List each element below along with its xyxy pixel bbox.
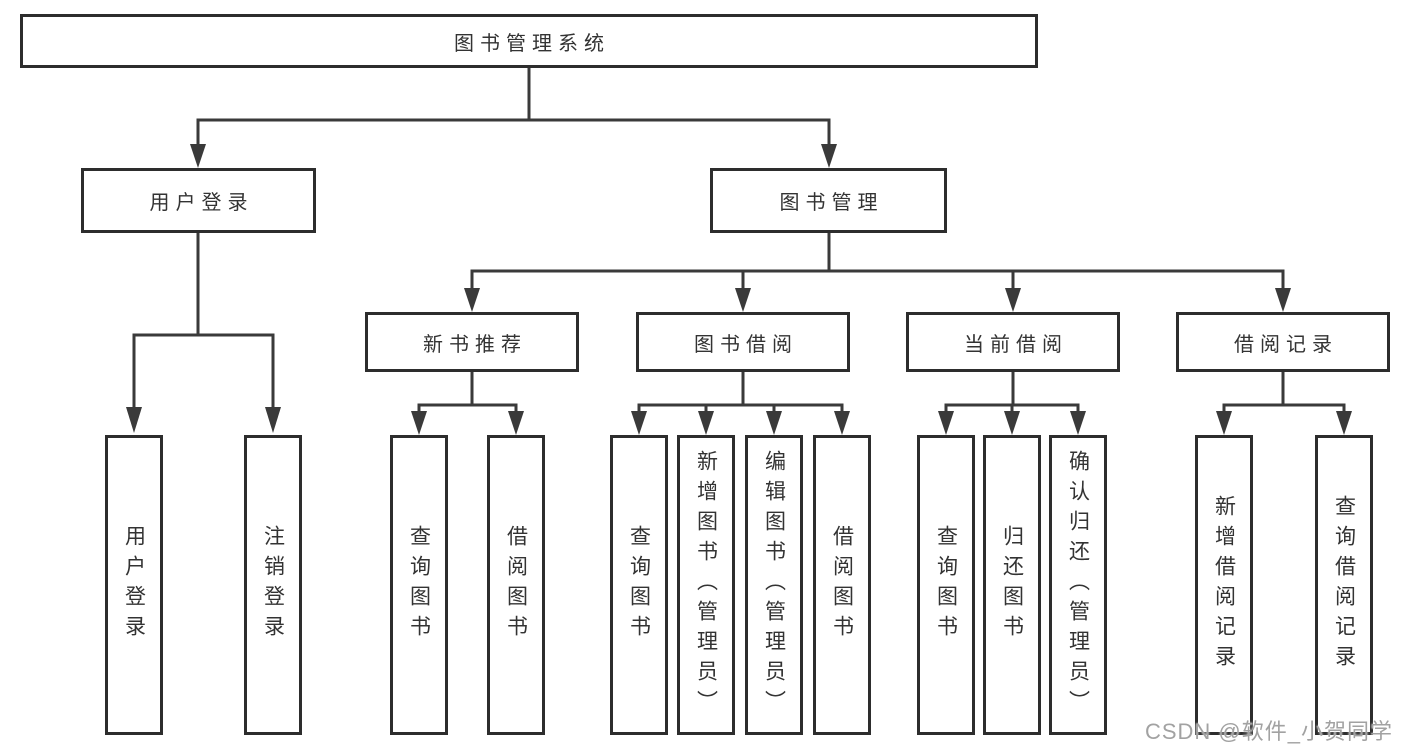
csdn-watermark: CSDN @软件_小贺同学 [1144,719,1393,744]
leaf-add-borrow-record: 新增借阅记录 [1195,435,1253,735]
node-label: 图书借阅 [694,333,798,356]
node-library-management-system: 图书管理系统 [20,14,1038,68]
node-book-management: 图书管理 [710,168,947,233]
leaf-label: 借阅图书 [830,525,854,645]
leaf-label: 新增图书（管理员） [694,450,718,720]
node-new-book-recommend: 新书推荐 [365,312,579,372]
edge-borrow-records-to-leaves [1222,370,1346,414]
leaf-return-books: 归还图书 [983,435,1041,735]
node-user-login: 用户登录 [81,168,316,233]
leaf-label: 编辑图书（管理员） [762,450,786,720]
node-label: 图书管理系统 [454,32,610,55]
edge-current-borrow-to-leaves [944,370,1080,414]
leaf-logout-login: 注销登录 [244,435,302,735]
leaf-borrow-books-recommend: 借阅图书 [487,435,545,735]
leaf-label: 归还图书 [1000,525,1024,645]
node-borrow-records: 借阅记录 [1176,312,1390,372]
leaf-label: 查询图书 [627,525,651,645]
node-label: 借阅记录 [1234,333,1338,356]
edge-book-borrow-to-leaves [637,370,844,414]
leaf-label: 用户登录 [122,525,146,645]
node-label: 用户登录 [149,192,254,214]
leaf-label: 确认归还（管理员） [1066,450,1090,720]
edge-book-management-to-level2 [470,231,1285,291]
leaf-query-borrow-record: 查询借阅记录 [1315,435,1373,735]
leaf-borrow-books: 借阅图书 [813,435,871,735]
node-book-borrow: 图书借阅 [636,312,850,372]
leaf-user-login: 用户登录 [105,435,163,735]
node-label: 图书管理 [779,192,884,214]
leaf-query-books-current: 查询图书 [917,435,975,735]
edge-user-login-to-leaves [132,231,275,410]
edge-new-book-recommend-to-leaves [417,370,518,414]
leaf-label: 新增借阅记录 [1212,495,1236,675]
node-label: 当前借阅 [964,333,1068,356]
leaf-confirm-return-admin: 确认归还（管理员） [1049,435,1107,735]
leaf-label: 注销登录 [261,525,285,645]
leaf-add-books-admin: 新增图书（管理员） [677,435,735,735]
leaf-label: 查询借阅记录 [1332,495,1356,675]
leaf-label: 查询图书 [934,525,958,645]
edge-root-to-level1 [196,66,831,148]
node-current-borrow: 当前借阅 [906,312,1120,372]
leaf-edit-books-admin: 编辑图书（管理员） [745,435,803,735]
leaf-label: 借阅图书 [504,525,528,645]
leaf-query-books-recommend: 查询图书 [390,435,448,735]
leaf-query-books-borrow: 查询图书 [610,435,668,735]
arrowheads [126,144,1352,435]
node-label: 新书推荐 [423,333,527,356]
leaf-label: 查询图书 [407,525,431,645]
